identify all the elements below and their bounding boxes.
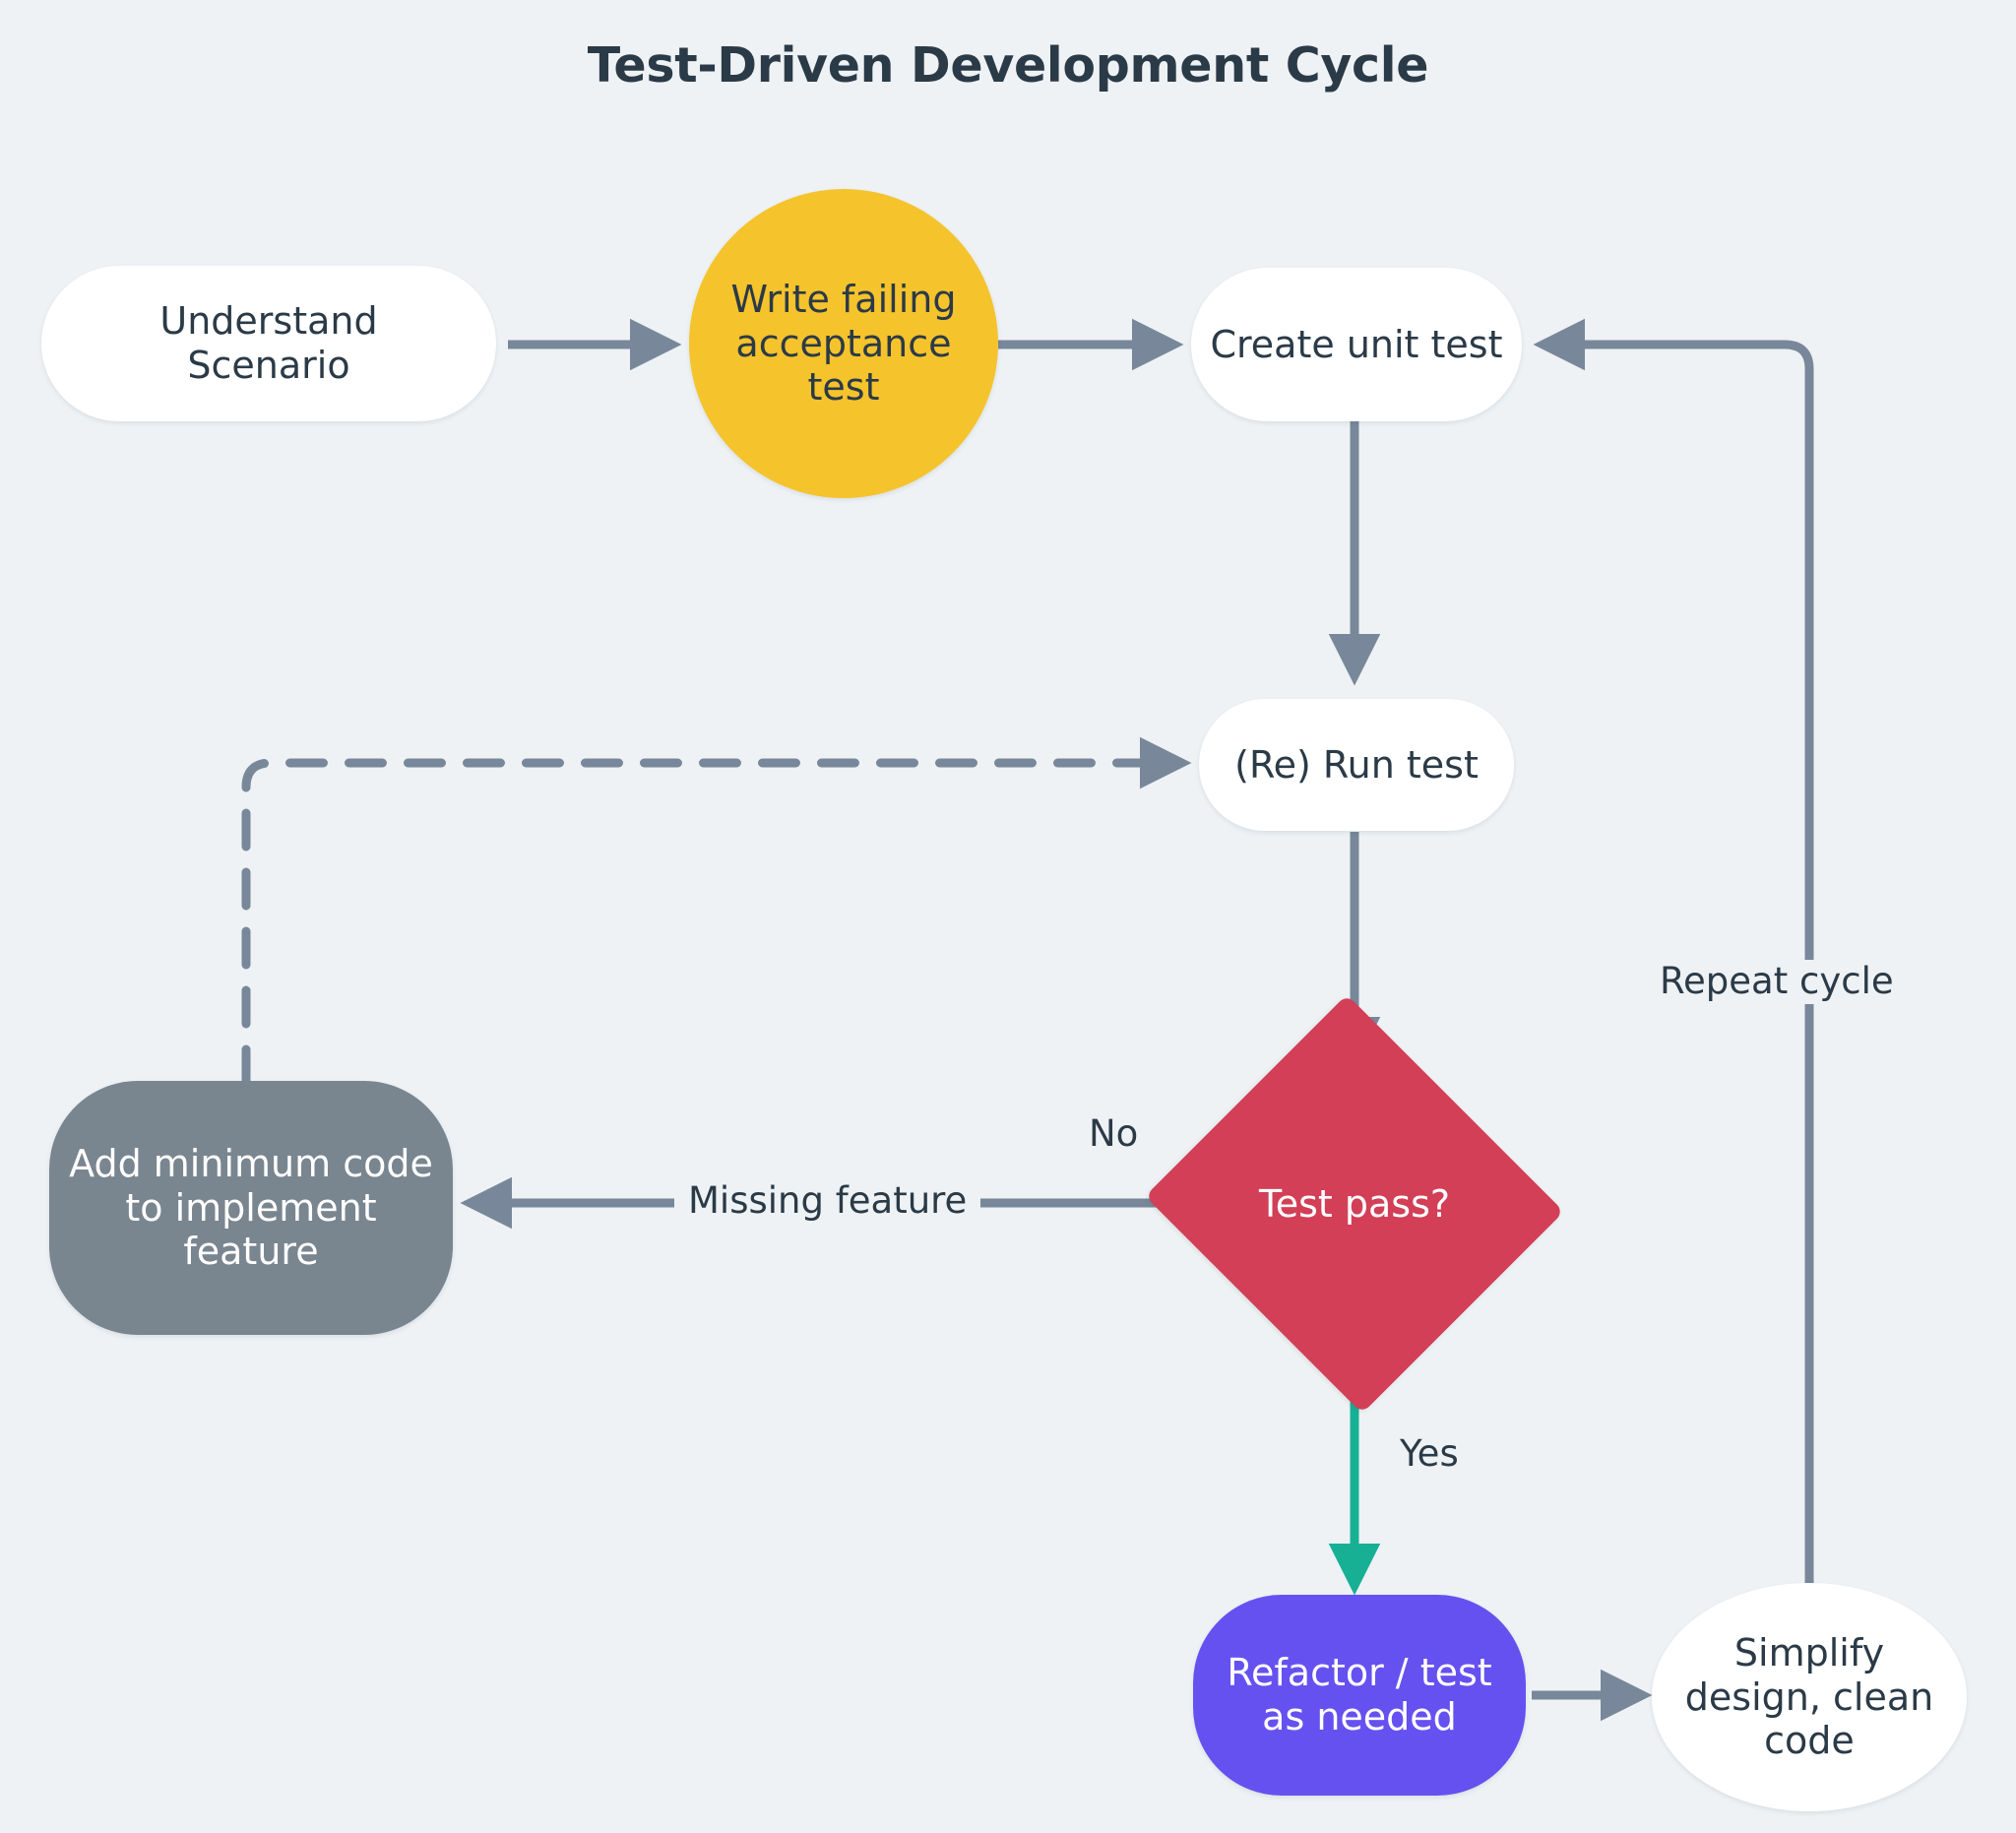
node-create-unit-test[interactable]: Create unit test: [1191, 268, 1522, 421]
edge-label-no: No: [1089, 1112, 1139, 1155]
edge-add-code-to-rerun-dashed: [241, 736, 1192, 1088]
node-test-pass-decision[interactable]: Test pass?: [1145, 994, 1564, 1414]
edge-label-repeat-cycle: Repeat cycle: [1646, 960, 1908, 1004]
page-title: Test-Driven Development Cycle: [587, 37, 1429, 94]
edge-label-missing-feature: Missing feature: [674, 1179, 981, 1224]
node-rerun-test[interactable]: (Re) Run test: [1199, 699, 1514, 831]
node-label: (Re) Run test: [1234, 742, 1479, 787]
node-label: Test pass?: [1258, 1182, 1451, 1226]
edge-label-yes: Yes: [1400, 1432, 1459, 1475]
node-label: Create unit test: [1210, 322, 1503, 366]
